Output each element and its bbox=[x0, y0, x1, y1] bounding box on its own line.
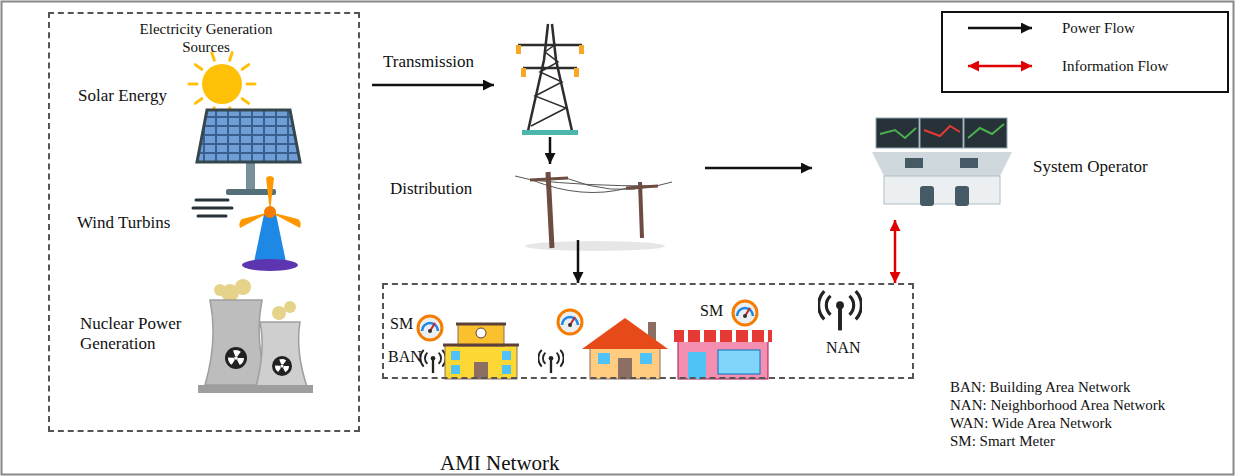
distribution-stage: Distribution bbox=[385, 160, 705, 240]
legend-power-sample bbox=[968, 27, 1032, 30]
legend-entry: Power Flow bbox=[1062, 19, 1135, 37]
abbreviation-note: NAN: Neighborhood Area Network bbox=[950, 396, 1165, 414]
stage-label: Distribution bbox=[390, 179, 472, 199]
wind-turbine-icon bbox=[193, 176, 301, 271]
abbreviation-note: BAN: Building Area Network bbox=[950, 378, 1130, 396]
distribution-poles-icon bbox=[515, 172, 672, 251]
meter-tag: SM bbox=[700, 301, 723, 320]
group-heading: AMI Network bbox=[440, 451, 560, 476]
abbreviation-note: WAN: Wide Area Network bbox=[950, 414, 1112, 432]
network-tag: BAN bbox=[388, 347, 422, 366]
source-name: Nuclear Power Generation bbox=[80, 314, 205, 355]
source-name: Solar Energy bbox=[78, 86, 167, 106]
legend-frame bbox=[942, 12, 1228, 92]
power-arrow bbox=[549, 137, 552, 164]
system-operator: System Operator bbox=[812, 115, 1157, 220]
group-heading: Electricity Generation Sources bbox=[120, 20, 292, 56]
stage-label: System Operator bbox=[1033, 157, 1148, 177]
meter-tag: SM bbox=[390, 314, 413, 333]
ami-network-group: SMBANSMNANAMI Network bbox=[382, 283, 914, 379]
power-arrow bbox=[372, 84, 494, 87]
ami-icons bbox=[418, 291, 861, 379]
solar-icon bbox=[189, 53, 300, 195]
stage-label: Transmission bbox=[383, 52, 474, 72]
transmission-tower-icon bbox=[516, 24, 584, 135]
network-tag: NAN bbox=[826, 338, 861, 357]
information-flow-arrow bbox=[894, 220, 897, 283]
control-room-icon bbox=[872, 118, 1012, 206]
legend-information-sample bbox=[968, 65, 1032, 68]
legend-entry: Information Flow bbox=[1062, 57, 1168, 75]
source-name: Wind Turbins bbox=[77, 213, 170, 233]
generation-group: Electricity Generation SourcesSolar Ener… bbox=[48, 12, 360, 432]
power-flow-arrow bbox=[577, 240, 580, 283]
nuclear-plant-icon bbox=[198, 279, 313, 393]
abbreviation-note: SM: Smart Meter bbox=[950, 432, 1055, 450]
power-flow-arrow bbox=[705, 167, 812, 170]
